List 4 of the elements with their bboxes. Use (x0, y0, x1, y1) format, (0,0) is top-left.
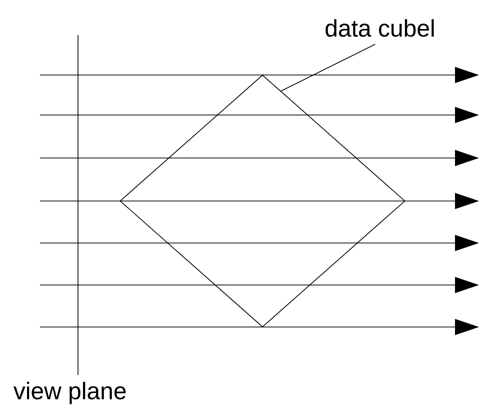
leader-line (280, 44, 376, 92)
cube-diamond (120, 74, 406, 328)
node-label: data cubel (326, 19, 434, 37)
plane-label: view plane (13, 382, 126, 404)
